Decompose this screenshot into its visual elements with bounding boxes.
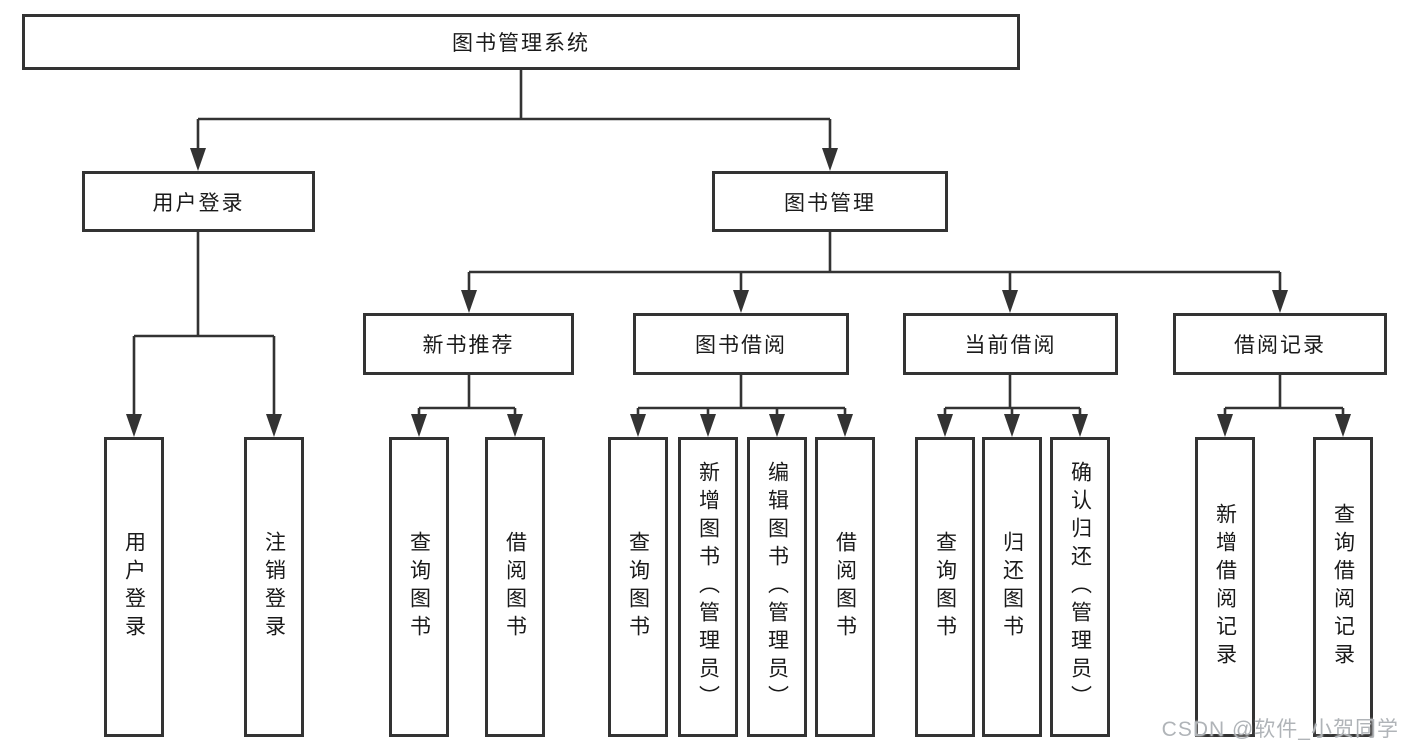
node-label: 查询借阅记录 xyxy=(1331,503,1355,671)
leaf-current-query-book: 查询图书 xyxy=(915,437,975,737)
node-label: 编辑图书（管理员） xyxy=(765,461,789,713)
node-system-root: 图书管理系统 xyxy=(22,14,1020,70)
node-label: 借阅图书 xyxy=(503,531,527,643)
leaf-borrow-query-book: 查询图书 xyxy=(608,437,668,737)
leaf-recommend-query-book: 查询图书 xyxy=(389,437,449,737)
leaf-logout: 注销登录 xyxy=(244,437,304,737)
node-label: 查询图书 xyxy=(407,531,431,643)
node-new-book-recommend: 新书推荐 xyxy=(363,313,574,375)
node-label: 确认归还（管理员） xyxy=(1068,461,1092,713)
node-label: 当前借阅 xyxy=(964,334,1057,357)
node-label: 用户登录 xyxy=(122,531,146,643)
leaf-add-book-admin: 新增图书（管理员） xyxy=(678,437,738,737)
node-label: 图书借阅 xyxy=(695,334,787,357)
leaf-edit-book-admin: 编辑图书（管理员） xyxy=(747,437,807,737)
node-borrow-records: 借阅记录 xyxy=(1173,313,1387,375)
node-label: 查询图书 xyxy=(626,531,650,643)
leaf-borrow-book: 借阅图书 xyxy=(815,437,875,737)
node-label: 图书管理 xyxy=(784,191,876,215)
node-user-login: 用户登录 xyxy=(82,171,315,232)
node-label: 借阅图书 xyxy=(833,531,857,643)
node-label: 新书推荐 xyxy=(422,334,515,357)
node-label: 新增借阅记录 xyxy=(1213,503,1237,671)
leaf-confirm-return-admin: 确认归还（管理员） xyxy=(1050,437,1110,737)
leaf-user-login: 用户登录 xyxy=(104,437,164,737)
node-label: 注销登录 xyxy=(262,531,286,643)
node-label: 新增图书（管理员） xyxy=(696,461,720,713)
node-label: 借阅记录 xyxy=(1234,334,1326,357)
node-book-borrow: 图书借阅 xyxy=(633,313,849,375)
csdn-watermark: CSDN @软件_小贺同学 xyxy=(1161,718,1399,741)
node-book-management: 图书管理 xyxy=(712,171,948,232)
leaf-query-borrow-record: 查询借阅记录 xyxy=(1313,437,1373,737)
node-current-borrow: 当前借阅 xyxy=(903,313,1118,375)
leaf-return-book: 归还图书 xyxy=(982,437,1042,737)
leaf-recommend-borrow-book: 借阅图书 xyxy=(485,437,545,737)
node-label: 图书管理系统 xyxy=(452,32,590,55)
leaf-add-borrow-record: 新增借阅记录 xyxy=(1195,437,1255,737)
node-label: 归还图书 xyxy=(1000,531,1024,643)
node-label: 用户登录 xyxy=(152,191,245,215)
node-label: 查询图书 xyxy=(933,531,957,643)
arrowhead-icons xyxy=(126,148,1351,437)
